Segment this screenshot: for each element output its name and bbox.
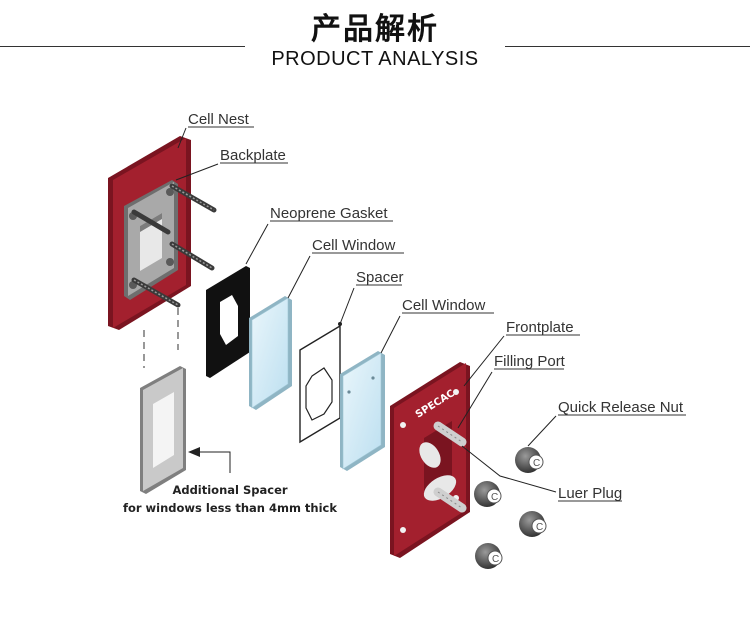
quick-release-nut-3: C [519, 511, 547, 537]
filling-port-top [433, 421, 467, 447]
leader-lines [175, 127, 557, 493]
header-rule-right [505, 46, 750, 47]
bolts [131, 183, 217, 308]
additional-spacer-arrow-icon [188, 447, 200, 457]
label-additional-spacer-line2: for windows less than 4mm thick [123, 501, 337, 515]
svg-text:C: C [492, 554, 499, 565]
quick-release-nut-2: C [474, 481, 502, 507]
additional-spacer-leader [200, 451, 231, 473]
label-neoprene-gasket: Neoprene Gasket [270, 205, 388, 222]
svg-text:C: C [536, 522, 543, 533]
label-cell-nest: Cell Nest [188, 111, 250, 128]
label-cell-window-1: Cell Window [312, 237, 396, 254]
label-quick-release-nut: Quick Release Nut [558, 399, 684, 416]
svg-text:C: C [491, 492, 498, 503]
title-english: PRODUCT ANALYSIS [271, 48, 479, 70]
label-luer-plug: Luer Plug [558, 485, 622, 502]
cell-window-1 [249, 296, 292, 410]
quick-release-nut-1: C [515, 447, 544, 473]
label-additional-spacer-line1: Additional Spacer [172, 483, 287, 497]
header-rule-left [0, 46, 245, 47]
title-chinese: 产品解析 [311, 12, 439, 47]
quick-release-nut-4: C [475, 543, 503, 569]
label-filling-port: Filling Port [494, 353, 566, 370]
cell-window-2 [340, 351, 385, 471]
additional-spacer [140, 366, 186, 494]
label-spacer: Spacer [356, 269, 404, 286]
label-frontplate: Frontplate [506, 319, 574, 336]
frontplate: SPECAC [390, 362, 470, 558]
label-cell-window-2: Cell Window [402, 297, 486, 314]
filling-port-bottom [433, 487, 467, 513]
label-backplate: Backplate [220, 147, 286, 164]
spacer [299, 322, 342, 444]
header: 产品解析 PRODUCT ANALYSIS [0, 0, 750, 80]
neoprene-gasket [206, 266, 250, 378]
svg-text:C: C [533, 458, 540, 469]
